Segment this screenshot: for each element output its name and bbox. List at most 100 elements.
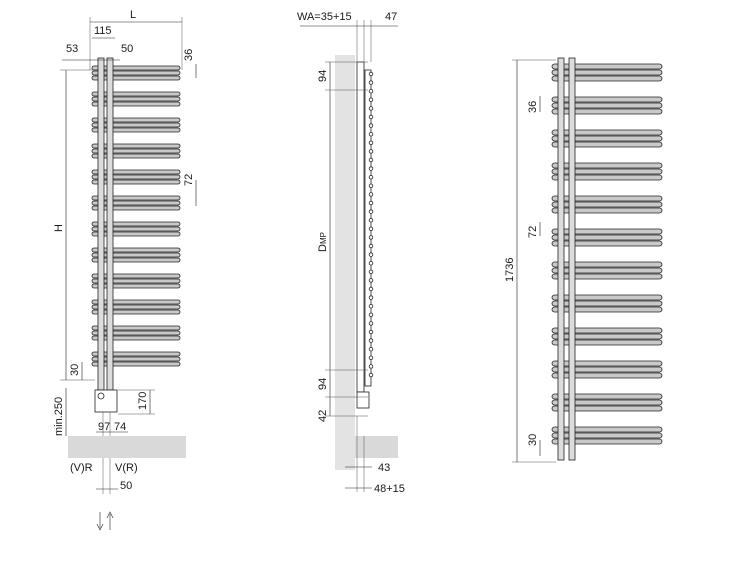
side-bar-end <box>368 338 374 343</box>
label-43: 43 <box>378 462 390 474</box>
front-towel-bar <box>91 117 181 123</box>
right-towel-bar <box>551 162 663 169</box>
right-towel-bar <box>551 63 663 70</box>
front-towel-bar <box>91 91 181 97</box>
side-bar-end <box>368 192 374 197</box>
right-view: 1736 36 72 30 <box>504 57 663 463</box>
right-towel-bar <box>551 195 663 202</box>
label-72-right: 72 <box>527 226 539 238</box>
right-towel-bar <box>551 141 663 148</box>
side-bar-end <box>368 114 374 120</box>
front-towel-bar <box>91 169 181 175</box>
side-bar-end <box>368 355 374 360</box>
label-1736: 1736 <box>504 258 516 282</box>
front-towel-bar <box>91 174 181 180</box>
label-53: 53 <box>66 43 78 55</box>
label-170: 170 <box>137 392 149 410</box>
label-94-top: 94 <box>317 70 329 82</box>
front-towel-bars <box>91 65 181 367</box>
right-towel-bar <box>551 366 663 373</box>
side-bar-end <box>368 149 374 154</box>
front-towel-bar <box>91 205 181 211</box>
right-towel-bar <box>551 327 663 334</box>
right-towel-bar <box>551 372 663 379</box>
side-bar-end <box>368 372 374 378</box>
front-towel-bar <box>91 309 181 315</box>
front-towel-bar <box>91 304 181 310</box>
side-bar-end <box>368 261 374 266</box>
label-74: 74 <box>114 421 126 433</box>
right-towel-bar <box>551 294 663 301</box>
front-towel-bar <box>91 247 181 253</box>
front-towel-bar <box>91 361 181 367</box>
label-30-right: 30 <box>527 434 539 446</box>
front-towel-bar <box>91 330 181 336</box>
side-bar-end <box>368 312 374 317</box>
side-bar-end <box>368 106 374 111</box>
front-towel-bar <box>91 226 181 232</box>
right-towel-bar <box>551 207 663 214</box>
front-towel-bar <box>91 70 181 76</box>
right-towel-bar <box>551 306 663 313</box>
side-bar-end <box>368 140 374 145</box>
right-towel-bar <box>551 273 663 280</box>
side-valve-icon <box>356 391 370 409</box>
front-towel-bar <box>91 278 181 284</box>
side-collector <box>356 61 365 393</box>
front-towel-bar <box>91 200 181 206</box>
side-bar-end <box>368 183 374 188</box>
side-bar-end <box>368 278 374 283</box>
side-bar-end <box>368 347 374 352</box>
right-towel-bars <box>551 63 663 445</box>
front-towel-bar <box>91 299 181 305</box>
front-towel-bar <box>91 325 181 331</box>
side-bar-end <box>368 123 374 128</box>
front-towel-bar <box>91 101 181 107</box>
front-towel-bar <box>91 153 181 159</box>
front-towel-bar <box>91 252 181 258</box>
front-towel-bar <box>91 75 181 81</box>
label-48-15: 48+15 <box>374 483 405 495</box>
side-view: WA=35+15 47 94 DMP 94 42 43 48+15 <box>297 11 405 495</box>
label-36-right: 36 <box>527 101 539 113</box>
right-towel-bar <box>551 438 663 445</box>
side-bar-end <box>368 321 374 326</box>
right-towel-bar <box>551 240 663 247</box>
right-towel-bar <box>551 69 663 76</box>
right-towel-bar <box>551 333 663 340</box>
wall-side <box>335 55 355 470</box>
side-bar-end <box>368 364 374 369</box>
side-bar-end <box>368 88 374 94</box>
right-towel-bar <box>551 261 663 268</box>
side-bar-end <box>368 200 374 206</box>
label-97: 97 <box>98 421 110 433</box>
label-115: 115 <box>94 25 112 37</box>
side-bar-end <box>368 304 374 309</box>
front-towel-bar <box>91 335 181 341</box>
right-towel-bar <box>551 174 663 181</box>
side-bar-end <box>368 157 374 163</box>
label-36-front: 36 <box>183 49 195 61</box>
front-towel-bar <box>91 96 181 102</box>
front-towel-bar <box>91 351 181 357</box>
flow-up-arrow-icon <box>106 511 114 530</box>
front-towel-bar <box>91 195 181 201</box>
right-towel-bar <box>551 399 663 406</box>
label-min-250: min.250 <box>53 397 65 436</box>
label-dmp: D <box>317 244 329 252</box>
front-collector-right <box>106 57 114 391</box>
side-bar-end <box>368 269 374 274</box>
side-bar-ends <box>368 71 374 378</box>
front-towel-bar <box>91 143 181 149</box>
flow-down-arrow-icon <box>96 512 104 531</box>
right-towel-bar <box>551 96 663 103</box>
right-towel-bar <box>551 432 663 439</box>
side-bar-end <box>368 286 374 292</box>
right-towel-bar <box>551 135 663 142</box>
right-collector-right <box>568 57 576 461</box>
right-collector-left <box>557 57 565 461</box>
front-towel-bar <box>91 221 181 227</box>
valve-knob-icon <box>97 392 105 400</box>
side-bar-end <box>368 97 374 102</box>
